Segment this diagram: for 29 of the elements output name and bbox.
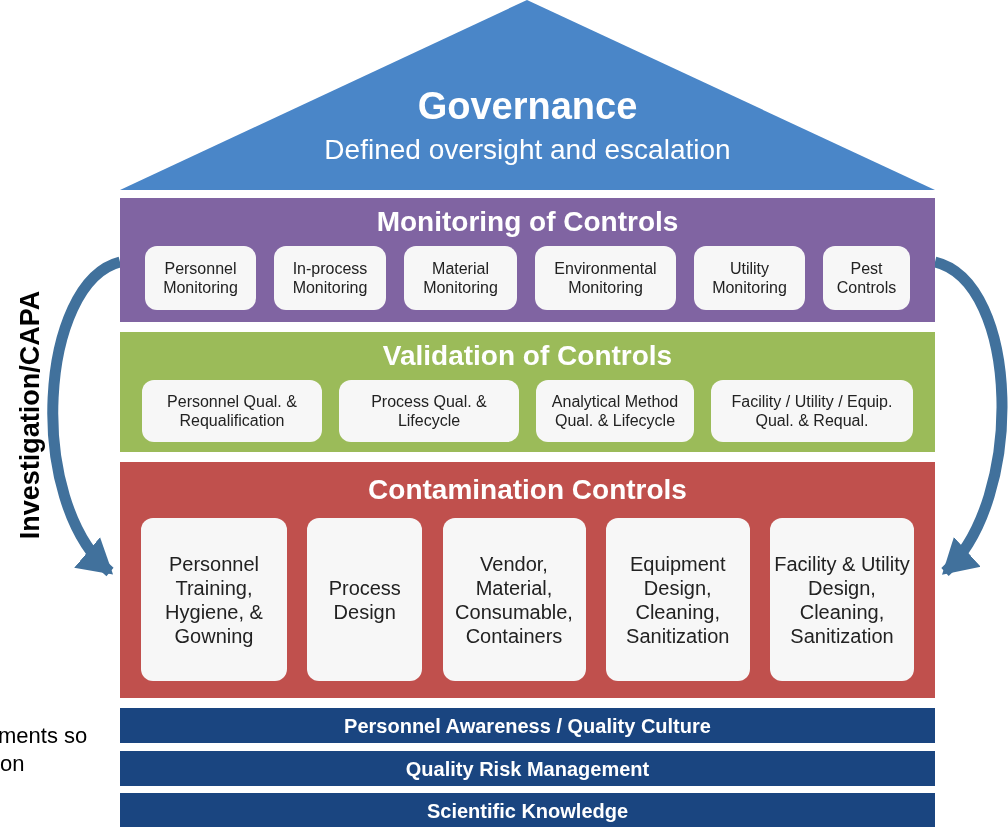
roof-title: Governance — [417, 84, 638, 129]
cut-off-text: on — [0, 750, 26, 778]
control-card: Equipment Design, Cleaning, Sanitization — [605, 518, 750, 681]
edge-label: Investigation/CAPA — [16, 290, 44, 540]
tier-title: Contamination Controls — [368, 476, 687, 504]
foundation-bar: Quality Risk Management — [120, 751, 935, 786]
control-card: In-process Monitoring — [274, 246, 386, 310]
control-card: Analytical Method Qual. & Lifecycle — [536, 380, 694, 442]
control-card: Facility / Utility / Equip. Qual. & Requal. — [711, 380, 913, 442]
control-card: Environmental Monitoring — [535, 246, 676, 310]
control-card: Personnel Monitoring — [145, 246, 256, 310]
control-card: Vendor, Material, Consumable, Containers — [442, 518, 586, 681]
control-card: Utility Monitoring — [694, 246, 805, 310]
control-card: Process Qual. & Lifecycle — [339, 380, 519, 442]
control-card: Process Design — [307, 518, 423, 681]
control-card: Material Monitoring — [404, 246, 517, 310]
tier-band — [120, 198, 935, 322]
tier-title: Validation of Controls — [382, 342, 673, 370]
control-card: Personnel Qual. & Requalification — [142, 380, 322, 442]
foundation-bar: Scientific Knowledge — [120, 793, 935, 827]
control-card: Personnel Training, Hygiene, & Gowning — [141, 518, 287, 681]
foundation-bar: Personnel Awareness / Quality Culture — [120, 708, 935, 743]
roof-subtitle: Defined oversight and escalation — [324, 133, 731, 167]
tier-title: Monitoring of Controls — [376, 208, 679, 236]
tier-band — [120, 462, 935, 698]
control-card: Pest Controls — [823, 246, 910, 310]
control-card: Facility & Utility Design, Cleaning, Sanitization — [770, 518, 914, 681]
tier-band — [120, 332, 935, 452]
cut-off-text: ments so — [0, 722, 88, 750]
